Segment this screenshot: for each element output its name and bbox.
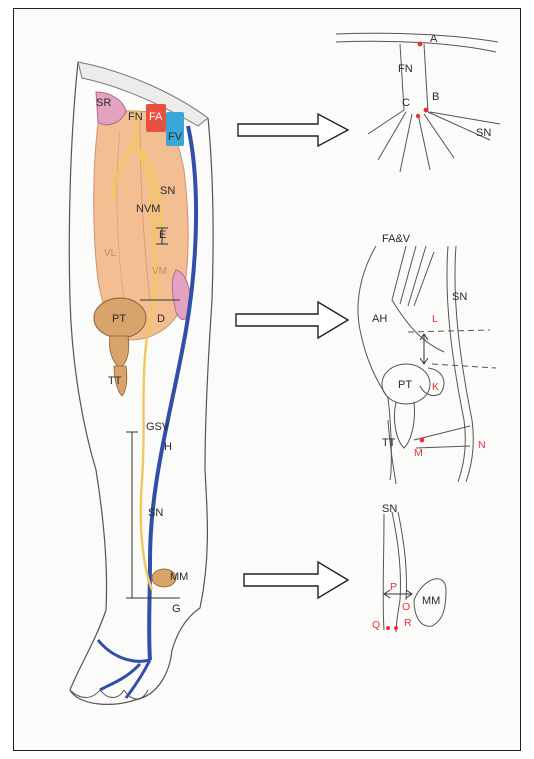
leg-contour-bottom [383,514,384,630]
label-nvm: NVM [136,203,160,215]
label-sn2: SN [148,507,163,519]
detail-bottom-label-mm: MM [422,595,440,607]
detail-mid-label-pt: PT [398,379,412,391]
arrow-middle [236,302,348,338]
detail-mid-label-m: M [414,447,423,459]
detail-bottom-label-o: O [402,601,410,613]
detail-top [336,33,500,172]
detail-bottom [383,512,446,632]
label-pt: PT [112,313,126,325]
foot-toes [70,690,148,699]
detail-top-label-a: A [430,33,438,45]
saphenous-bottom [392,512,407,632]
nerve-fan [368,110,500,172]
detail-top-label-fn: FN [398,63,413,75]
point-m [420,438,425,443]
label-fv: FV [168,131,183,143]
label-h: H [164,441,172,453]
label-fn: FN [128,111,143,123]
adductor-hiatus-shape [392,300,444,352]
detail-mid-label-l: L [432,313,438,325]
inguinal-ligament [336,33,498,52]
point-r [394,626,398,630]
detail-mid-label-ah: AH [372,313,387,325]
leg-illustration: SR FN FA FV SN NVM E VL VM PT D TT GSV H… [69,62,213,704]
point-b [424,108,429,113]
detail-middle-measure [420,334,428,364]
point-q [386,626,390,630]
detail-mid-label-sn: SN [452,291,467,303]
detail-top-label-sn: SN [476,127,491,139]
tibia-contour [388,420,396,484]
detail-bottom-label-sn: SN [382,503,397,515]
arrow-top [238,114,348,146]
detail-mid-label-tt: TT [382,437,396,449]
label-sn: SN [160,185,175,197]
label-mm: MM [170,571,188,583]
detail-top-label-b: B [432,91,439,103]
detail-bottom-measure [384,590,412,598]
detail-bottom-label-p: P [390,581,397,593]
tendon-detail [394,402,414,448]
point-a [418,42,423,47]
vessels [392,246,434,306]
label-fa: FA [149,111,163,123]
infrapatellar-branch [414,426,470,448]
detail-bottom-label-q: Q [372,619,380,631]
label-d: D [157,313,165,325]
dorsal-venous-arch[interactable] [98,640,150,698]
label-tt: TT [108,375,122,387]
label-vm: VM [152,266,167,277]
detail-mid-label-fav: FA&V [382,233,411,245]
detail-mid-label-n: N [478,439,486,451]
patellar-tendon[interactable] [109,336,128,368]
label-gsv: GSV [146,421,170,433]
arrow-bottom [244,562,348,598]
label-e: E [159,229,166,241]
label-sr: SR [96,97,111,109]
label-vl: VL [104,248,117,259]
detail-mid-label-k: K [432,381,439,393]
detail-bottom-label-r: R [404,617,412,629]
label-g: G [172,603,181,615]
point-c [416,114,420,118]
detail-top-label-c: C [402,97,410,109]
